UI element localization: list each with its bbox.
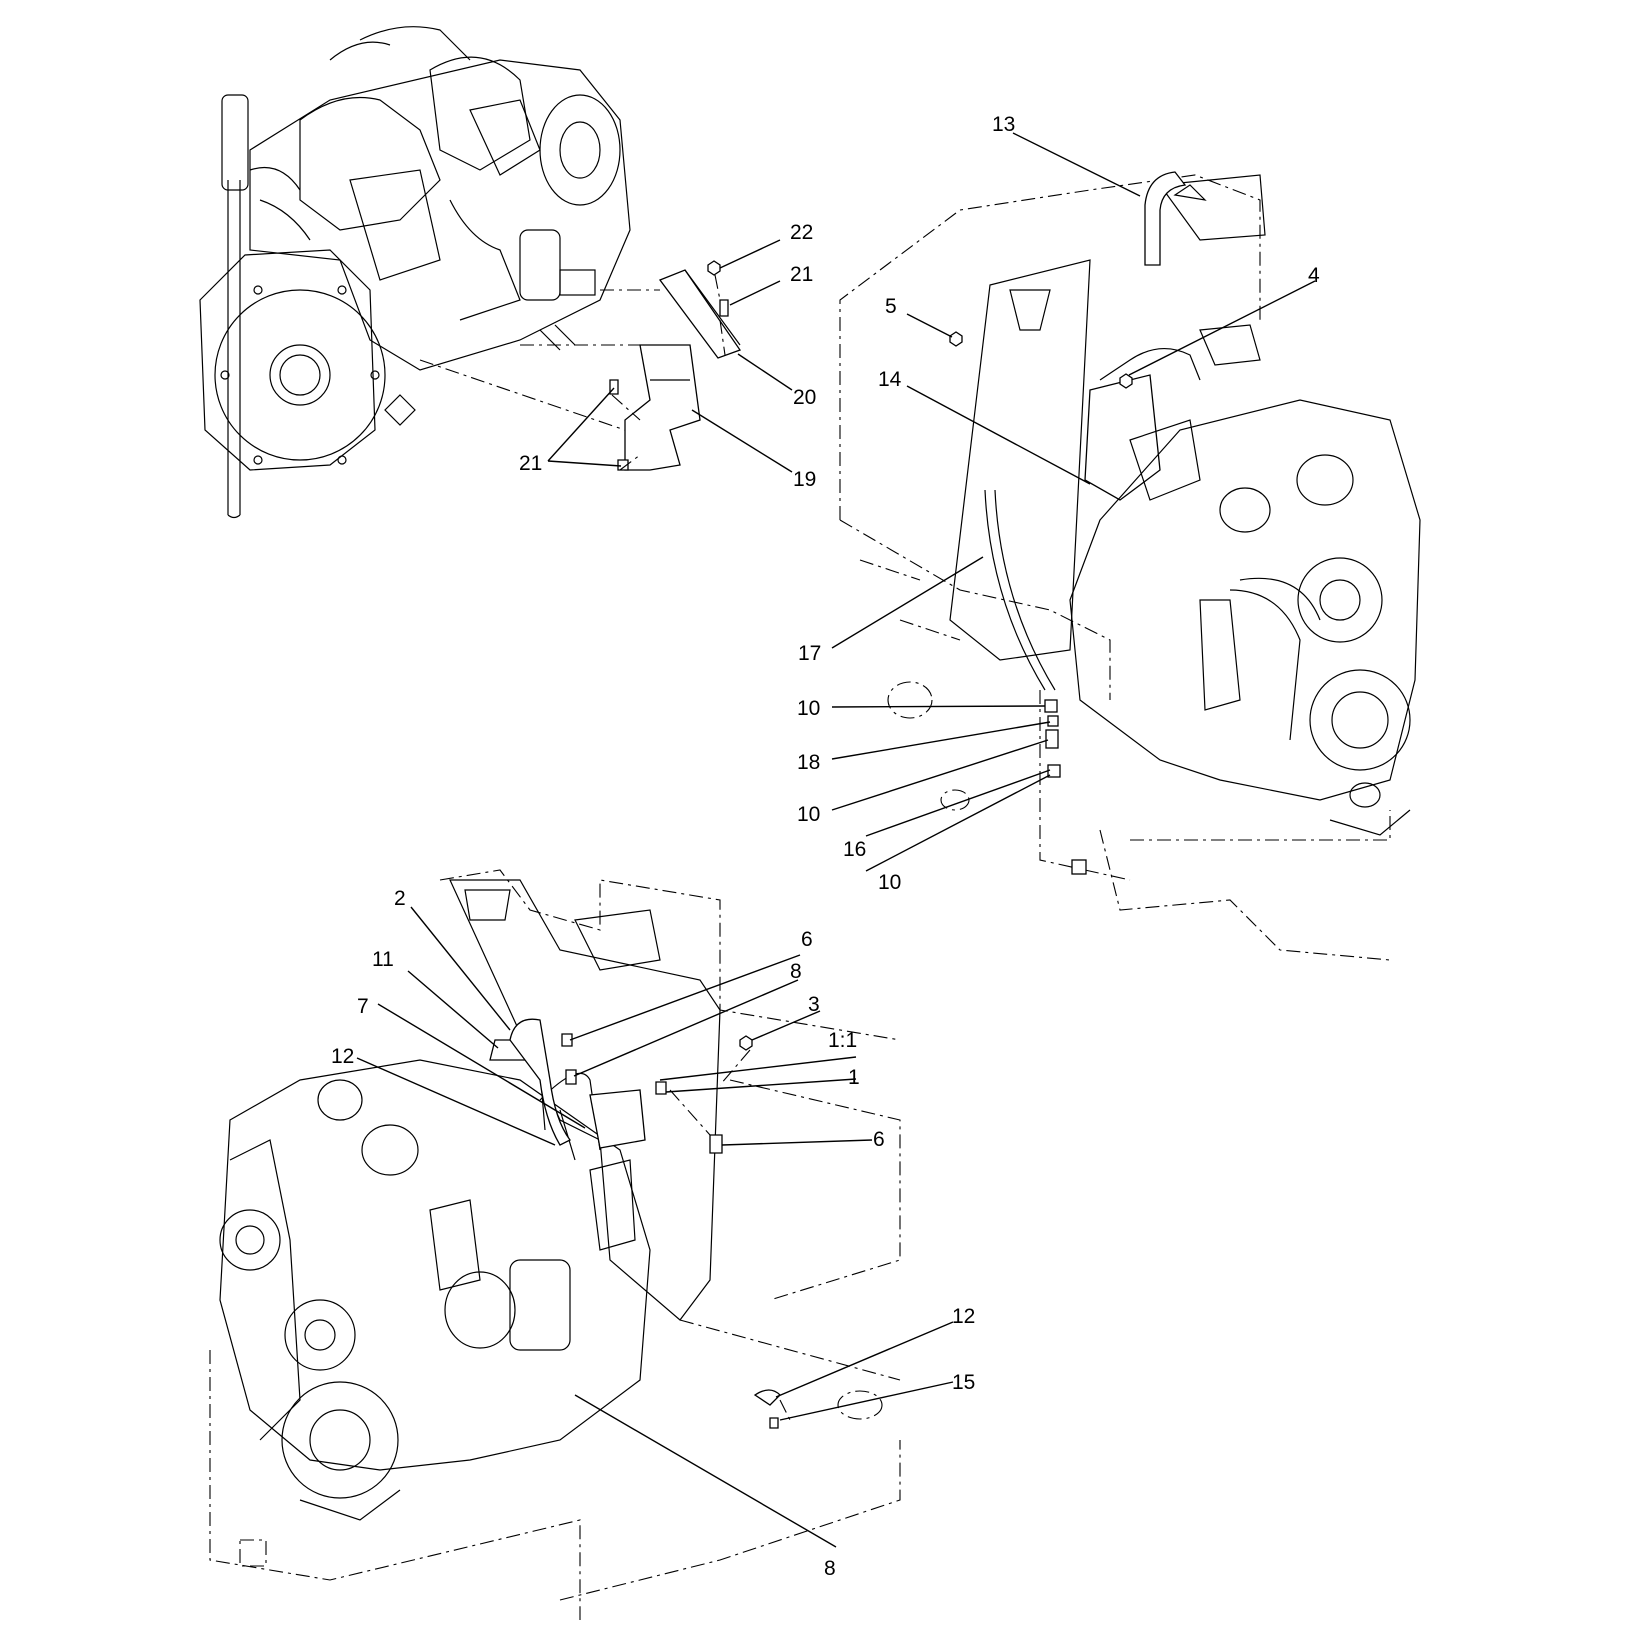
- engine-view-bottom-left: [209, 869, 901, 1620]
- bracket-20: [658, 269, 742, 359]
- hose-2: [509, 1018, 571, 1146]
- nut-4: [1119, 373, 1133, 389]
- fitting-8-top: [565, 1069, 577, 1085]
- engine-view-right: [839, 171, 1421, 961]
- callout-22: 22: [790, 221, 813, 244]
- callout-21-lower: 21: [519, 452, 542, 475]
- callout-18: 18: [797, 751, 820, 774]
- callout-19: 19: [793, 468, 816, 491]
- filter-7: [589, 1089, 646, 1149]
- bracket-assembly-top-left: [419, 260, 742, 471]
- nut-5: [949, 331, 963, 347]
- callout-10-b: 10: [797, 803, 820, 826]
- bracket-19: [624, 344, 701, 471]
- callout-7: 7: [357, 995, 369, 1018]
- callout-2: 2: [394, 887, 406, 910]
- fitting-10-a: [1044, 699, 1058, 713]
- callout-12-lower: 12: [952, 1305, 975, 1328]
- callout-5: 5: [885, 295, 897, 318]
- callout-8-lower: 8: [824, 1557, 836, 1580]
- callout-10-a: 10: [797, 697, 820, 720]
- callout-14: 14: [878, 368, 902, 391]
- fitting-1: [655, 1081, 667, 1095]
- nut-3: [739, 1035, 753, 1051]
- bolt-21: [719, 299, 729, 317]
- callout-10-c: 10: [878, 871, 901, 894]
- callout-3: 3: [808, 993, 820, 1016]
- callout-17: 17: [798, 642, 821, 665]
- bolt-21-lower-b: [617, 459, 629, 471]
- callout-1: 1: [848, 1066, 860, 1089]
- callout-1-1: 1:1: [828, 1029, 857, 1052]
- callout-6-upper: 6: [801, 928, 813, 951]
- leader-lines: [356, 132, 1316, 1548]
- callout-20: 20: [793, 386, 816, 409]
- fitting-6-right: [709, 1134, 723, 1154]
- hose-13: [1144, 171, 1187, 266]
- callout-12-upper: 12: [331, 1045, 354, 1068]
- callout-4: 4: [1308, 264, 1320, 287]
- fitting-18: [1047, 715, 1059, 727]
- fitting-6-top: [561, 1033, 573, 1047]
- hose-16: [1045, 729, 1059, 749]
- callout-6-lower: 6: [873, 1128, 885, 1151]
- label-plate: [1071, 859, 1087, 875]
- callout-21-upper: 21: [790, 263, 813, 286]
- bolt-15: [769, 1417, 779, 1429]
- engine-view-top-left: [199, 26, 631, 519]
- callout-13: 13: [992, 113, 1015, 136]
- callout-16: 16: [843, 838, 866, 861]
- callout-11: 11: [372, 948, 394, 971]
- nut-22: [707, 260, 721, 276]
- callout-labels: 22 21 20 19 21 13 4 5 14 17 10 18 10 16 …: [331, 113, 1320, 1580]
- bracket-14: [1084, 374, 1161, 501]
- callout-8-upper: 8: [790, 960, 802, 983]
- callout-15: 15: [952, 1371, 975, 1394]
